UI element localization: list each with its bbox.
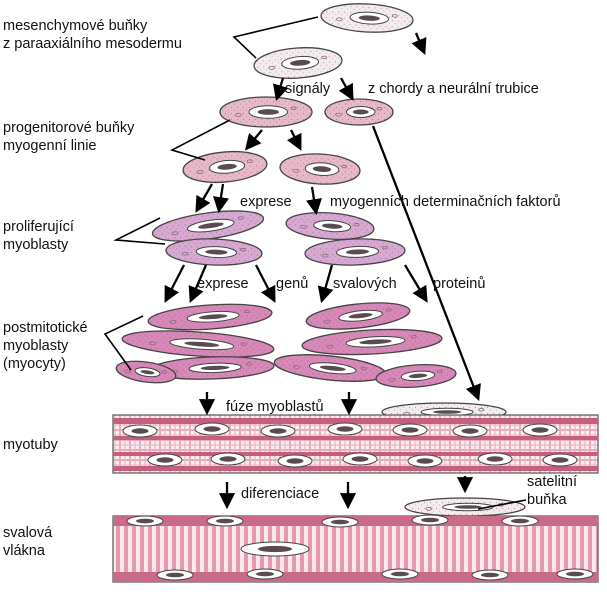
- progenitor-cell: [279, 153, 361, 185]
- label-genes-2: genů: [276, 276, 308, 292]
- leader-line: [103, 315, 144, 371]
- myoblast-cell: [165, 238, 263, 266]
- myoblast-cell: [304, 238, 406, 266]
- arrow: [213, 183, 229, 214]
- myocyte-cell: [149, 356, 275, 380]
- nucleus: [156, 569, 194, 581]
- nucleus: [210, 452, 246, 466]
- leader-lines: [103, 16, 527, 510]
- cells-layer: [115, 3, 526, 517]
- nucleus: [381, 568, 419, 580]
- myocyte-cell: [115, 360, 177, 384]
- leader-line: [477, 499, 527, 510]
- label-proliferating-1: proliferující: [3, 219, 74, 235]
- progenitor-cell: [324, 98, 394, 126]
- label-fibers-1: svalová: [3, 525, 53, 541]
- mesenchymal-cell: [320, 3, 414, 33]
- arrow: [317, 264, 334, 304]
- myocyte-cell: [273, 354, 387, 382]
- label-genes-3: svalových: [333, 276, 397, 292]
- nucleus: [246, 568, 284, 580]
- nucleus: [392, 423, 428, 437]
- myocyte-cell: [375, 364, 457, 388]
- nucleus: [147, 453, 183, 467]
- muscle-fiber: [112, 514, 599, 583]
- myoblast-cell: [151, 210, 265, 242]
- mesenchymal-cell: [253, 47, 343, 79]
- progenitor-cell: [182, 150, 268, 184]
- label-proliferating-2: myoblasty: [3, 237, 69, 253]
- arrow: [254, 264, 276, 303]
- label-satellite-1: satelitní: [527, 474, 577, 490]
- leader-line: [113, 217, 166, 245]
- arrow: [411, 32, 427, 55]
- nucleus: [327, 422, 363, 436]
- label-postmitotic-2: myoblasty: [3, 338, 69, 354]
- arrow: [164, 264, 186, 303]
- label-mesenchymal-1: mesenchymové buňky: [3, 18, 148, 34]
- label-satellite-2: buňka: [527, 492, 567, 508]
- nucleus: [240, 541, 310, 557]
- satellite-cell: [404, 497, 526, 517]
- arrow: [306, 186, 322, 216]
- label-genes-4: proteinů: [433, 276, 485, 292]
- label-progenitor-1: progenitorové buňky: [3, 120, 135, 136]
- myocyte-cell: [305, 302, 411, 330]
- arrow: [338, 77, 354, 101]
- label-signals-1: signály: [285, 81, 331, 97]
- progenitor-cell: [219, 96, 313, 128]
- myocyte-cell: [121, 330, 275, 358]
- label-expression-2: myogenních determinačních faktorů: [330, 194, 561, 210]
- leader-line: [169, 119, 231, 161]
- myoblast-cell: [285, 212, 375, 240]
- label-postmitotic-3: (myocyty): [3, 356, 66, 372]
- arrow: [195, 183, 213, 213]
- myocyte-cell: [301, 328, 443, 356]
- label-progenitor-2: myogenní linie: [3, 138, 97, 154]
- nucleus: [206, 515, 244, 527]
- nucleus: [501, 515, 539, 527]
- label-myotubes: myotuby: [3, 437, 59, 453]
- nucleus: [122, 424, 158, 438]
- label-differentiation: diferenciace: [241, 486, 319, 502]
- nucleus: [452, 424, 488, 438]
- myocyte-cell: [147, 303, 273, 331]
- nucleus: [194, 422, 230, 436]
- arrow: [287, 129, 302, 151]
- nucleus: [260, 424, 296, 438]
- label-fibers-2: vlákna: [3, 543, 46, 559]
- nucleus: [126, 515, 164, 527]
- nucleus: [407, 454, 443, 468]
- arrow: [244, 129, 263, 151]
- label-genes-1: exprese: [197, 276, 249, 292]
- labels: mesenchymové buňky z paraaxiálního mesod…: [3, 18, 577, 559]
- nucleus: [477, 452, 513, 466]
- label-expression-1: exprese: [240, 194, 292, 210]
- nucleus: [522, 423, 558, 437]
- nucleus: [556, 568, 594, 580]
- myotube: [112, 414, 599, 474]
- nucleus: [471, 569, 509, 581]
- label-mesenchymal-2: z paraaxiálního mesodermu: [3, 36, 182, 52]
- label-signals-2: z chordy a neurální trubice: [368, 81, 539, 97]
- arrow: [188, 264, 208, 303]
- nucleus: [542, 453, 578, 467]
- nucleus: [411, 514, 449, 526]
- leader-line: [232, 16, 319, 59]
- nucleus: [277, 454, 313, 468]
- label-postmitotic-1: postmitotické: [3, 320, 88, 336]
- arrow: [404, 264, 428, 303]
- label-fusion: fúze myoblastů: [226, 399, 324, 415]
- arrow: [371, 125, 481, 402]
- arrows: [164, 32, 481, 510]
- arrow: [272, 77, 289, 102]
- nucleus: [342, 452, 378, 466]
- nucleus: [321, 516, 359, 528]
